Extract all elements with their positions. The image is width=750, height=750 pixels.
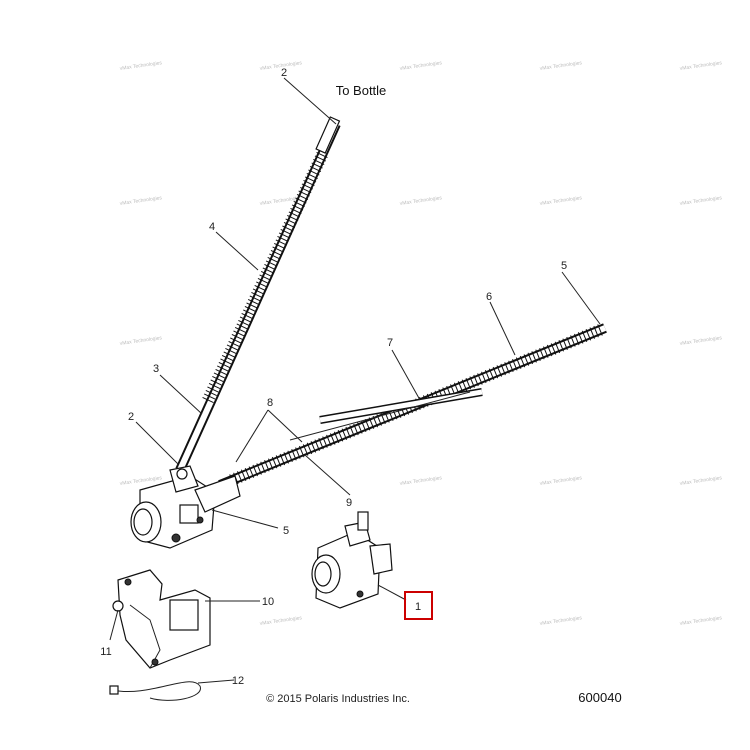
callout-11: 11	[100, 646, 111, 658]
leader-lines	[109, 77, 601, 684]
callout-12: 12	[232, 675, 244, 687]
watermark-layer: vMax Technologies vMax Technologies vMax T…	[119, 60, 722, 627]
pump-part-1	[311, 511, 393, 609]
watermark-stamp: vMax Technologies	[539, 60, 582, 72]
callout-2-lower: 2	[128, 411, 134, 423]
callout-3: 3	[153, 363, 159, 375]
diagram-number: 600040	[578, 690, 621, 705]
highlight-box-part-1	[404, 591, 433, 620]
callout-2-top: 2	[281, 67, 287, 79]
horizontal-hose	[218, 323, 607, 490]
bracket-part-10	[112, 569, 211, 669]
watermark-stamp: vMax Technologies	[399, 195, 442, 207]
watermark-stamp: vMax Technologies	[119, 475, 162, 487]
copyright-text: © 2015 Polaris Industries Inc.	[266, 693, 410, 705]
watermark-stamp: vMax Technologies	[679, 195, 722, 207]
callout-1: 1	[415, 601, 421, 613]
callout-10: 10	[262, 596, 274, 608]
watermark-stamp: vMax Technologies	[399, 60, 442, 72]
watermark-stamp: vMax Technologies	[119, 335, 162, 347]
callout-5-top: 5	[561, 260, 567, 272]
callout-7: 7	[387, 337, 393, 349]
cable-tie-part-12	[109, 681, 201, 701]
watermark-stamp: vMax Technologies	[539, 195, 582, 207]
to-bottle-label: To Bottle	[336, 83, 387, 98]
watermark-stamp: vMax Technologies	[679, 475, 722, 487]
watermark-stamp: vMax Technologies	[119, 60, 162, 72]
vertical-hose	[175, 116, 341, 473]
callout-8: 8	[267, 397, 273, 409]
callout-4: 4	[209, 221, 215, 233]
watermark-stamp: vMax Technologies	[259, 195, 302, 207]
watermark-stamp: vMax Technologies	[539, 615, 582, 627]
watermark-stamp: vMax Technologies	[679, 615, 722, 627]
callout-5-lower: 5	[283, 525, 289, 537]
watermark-stamp: vMax Technologies	[259, 615, 302, 627]
callout-9: 9	[346, 497, 352, 509]
callout-6: 6	[486, 291, 492, 303]
watermark-stamp: vMax Technologies	[119, 195, 162, 207]
watermark-stamp: vMax Technologies	[399, 475, 442, 487]
watermark-stamp: vMax Technologies	[539, 475, 582, 487]
watermark-stamp: vMax Technologies	[679, 335, 722, 347]
pump-assembly-main	[130, 465, 241, 549]
watermark-stamp: vMax Technologies	[259, 60, 302, 72]
watermark-stamp: vMax Technologies	[679, 60, 722, 72]
